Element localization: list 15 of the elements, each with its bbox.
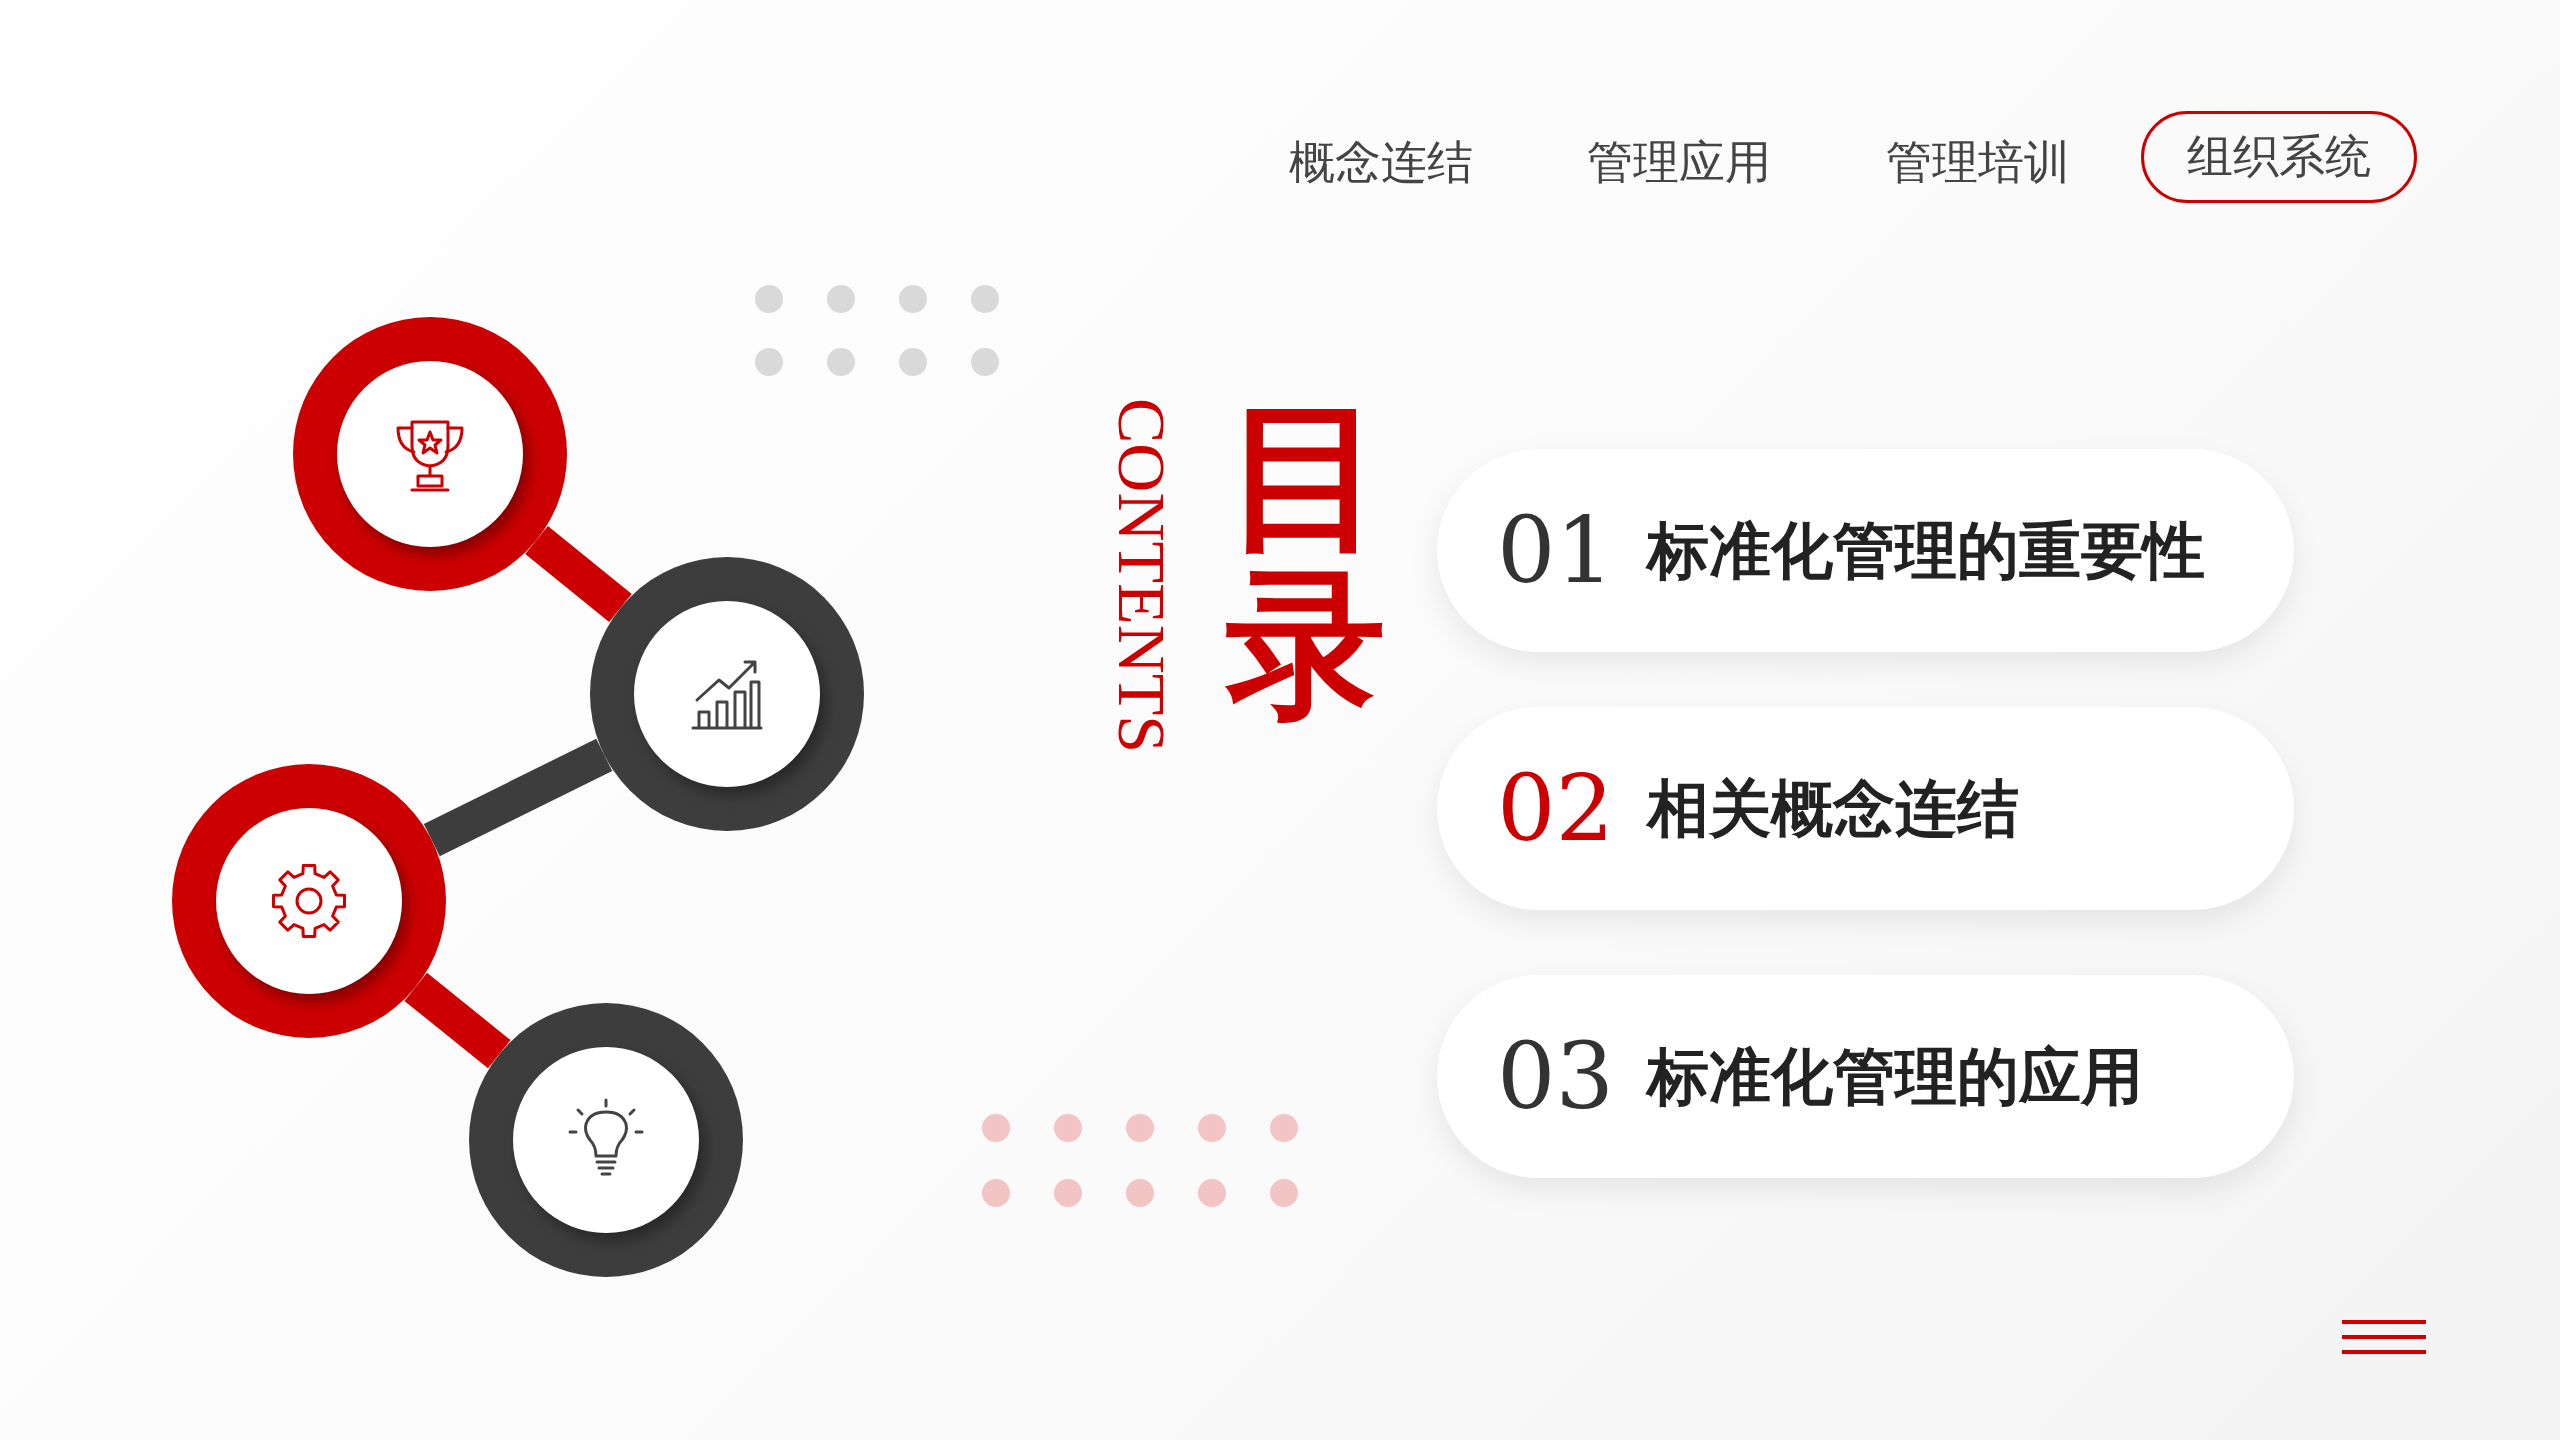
section-title: 标准化管理的重要性 — [1647, 512, 2205, 589]
section-title: 标准化管理的应用 — [1647, 1038, 2143, 1115]
connector-line — [525, 526, 632, 622]
connector-line — [404, 972, 511, 1069]
section-number: 01 — [1497, 497, 1616, 604]
page-title: 目录 — [1226, 392, 1387, 728]
nav-link: 概念连结 — [1289, 134, 1473, 191]
connector-line — [423, 738, 613, 857]
nav-link: 管理应用 — [1587, 134, 1771, 191]
nav-tab: 组织系统 — [2141, 111, 2417, 203]
subtitle: CONTENTS — [1108, 398, 1176, 754]
section-number: 03 — [1497, 1023, 1616, 1130]
section-number: 02 — [1497, 755, 1616, 862]
section-title: 相关概念连结 — [1647, 770, 2019, 847]
nav-link: 管理培训 — [1886, 134, 2070, 191]
